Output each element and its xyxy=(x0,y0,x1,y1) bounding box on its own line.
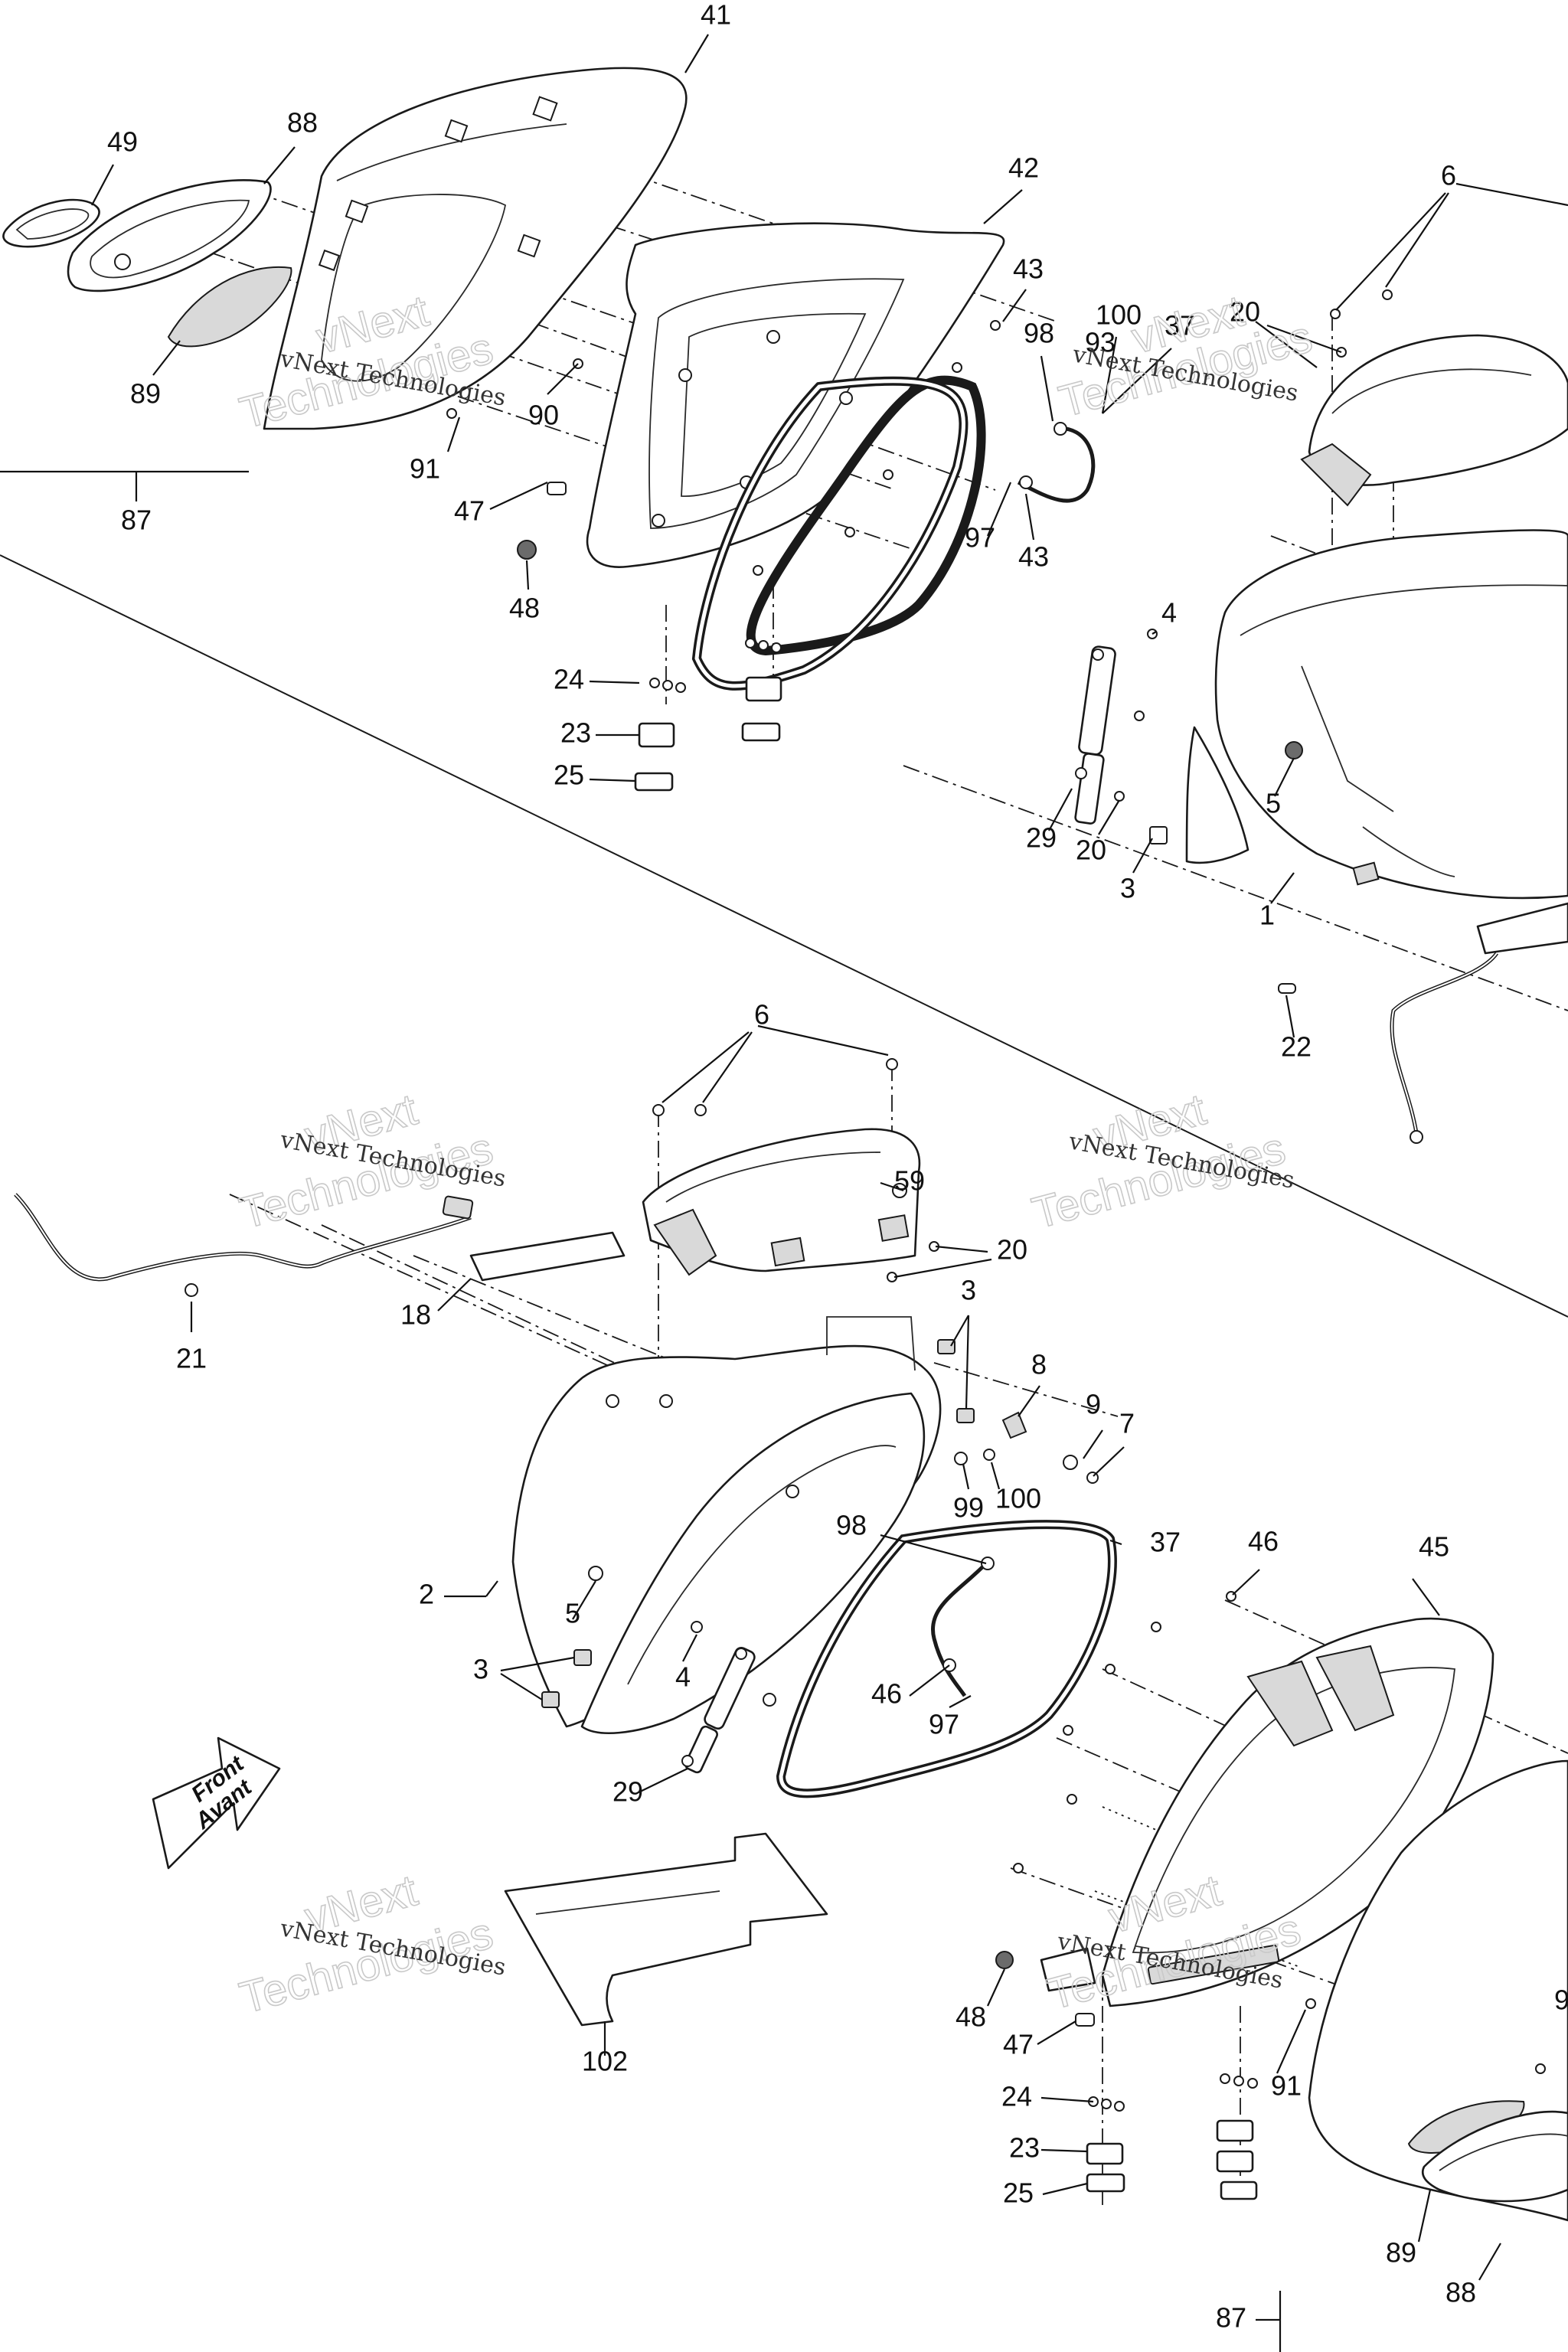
callout-99: 99 xyxy=(953,1492,984,1524)
callout-9: 9 xyxy=(1086,1389,1101,1420)
callout-41: 41 xyxy=(701,0,731,31)
callout-5: 5 xyxy=(1266,788,1281,819)
callout-23: 23 xyxy=(560,717,591,749)
part-59-lid-bottom xyxy=(642,1128,921,1276)
callout-25b: 25 xyxy=(1003,2177,1034,2209)
callout-89b: 89 xyxy=(1386,2237,1416,2269)
callout-59: 59 xyxy=(894,1165,925,1197)
part-49-gasket xyxy=(2,198,100,248)
callout-3: 3 xyxy=(1120,873,1135,904)
callout-leaders xyxy=(0,34,1568,2352)
callout-20c: 20 xyxy=(997,1234,1027,1266)
callout-47: 47 xyxy=(454,495,485,527)
part-89-plate xyxy=(167,266,292,348)
callout-7: 7 xyxy=(1119,1408,1135,1439)
part-18-latch-top xyxy=(1390,902,1568,1144)
callout-42: 42 xyxy=(1008,152,1039,184)
watermark-top-right: vNext Technologies vNext Technologies xyxy=(1054,286,1318,428)
callout-37b: 37 xyxy=(1150,1527,1181,1558)
callout-43b: 43 xyxy=(1018,541,1049,573)
callout-22: 22 xyxy=(1281,1031,1312,1063)
part-88-lens xyxy=(67,179,272,292)
callout-49: 49 xyxy=(107,126,138,158)
callout-3c: 3 xyxy=(473,1654,488,1685)
callout-91b: 91 xyxy=(1271,2070,1302,2102)
watermark-mid-right: vNext Technologies vNext Technologies xyxy=(1027,1084,1296,1240)
callout-4b: 4 xyxy=(675,1661,691,1693)
part-2-case-body xyxy=(511,1316,942,1734)
callout-4: 4 xyxy=(1161,597,1177,629)
part-88-89-lens-bottom xyxy=(1407,2100,1568,2203)
callout-1: 1 xyxy=(1259,900,1275,931)
callout-24: 24 xyxy=(554,664,584,695)
part-29-strut-bottom xyxy=(681,1646,756,1774)
callout-2: 2 xyxy=(419,1579,434,1610)
callout-29: 29 xyxy=(1026,822,1057,854)
part-102-tray xyxy=(504,1832,828,2027)
callout-45: 45 xyxy=(1419,1531,1449,1563)
callout-46: 46 xyxy=(1248,1526,1279,1557)
callout-18: 18 xyxy=(400,1299,431,1331)
callout-6: 6 xyxy=(1441,160,1456,191)
callout-5b: 5 xyxy=(565,1598,580,1629)
callout-3b: 3 xyxy=(961,1275,976,1306)
hinge-parts-top xyxy=(634,638,782,792)
part-59-lid-top xyxy=(1300,334,1568,507)
callout-91: 91 xyxy=(410,453,440,485)
callout-23b: 23 xyxy=(1009,2132,1040,2164)
hinge-parts-bottom xyxy=(1086,2073,1258,2200)
callout-48b: 48 xyxy=(956,2001,986,2033)
part-1-side-case xyxy=(1185,529,1568,900)
callout-46b: 46 xyxy=(871,1678,902,1710)
hardware-bottom xyxy=(541,1058,1546,2074)
callout-87: 87 xyxy=(121,505,152,536)
part-18-latch-bottom xyxy=(14,1193,626,1297)
callout-9-partial: 9 xyxy=(1554,1984,1568,2016)
callout-100b: 100 xyxy=(995,1483,1041,1514)
callout-89: 89 xyxy=(130,378,161,410)
callout-20: 20 xyxy=(1230,296,1260,328)
callout-8: 8 xyxy=(1031,1349,1047,1380)
part-41-outer-cover xyxy=(263,67,688,430)
callout-93: 93 xyxy=(1085,327,1116,358)
callout-88: 88 xyxy=(287,107,318,139)
callout-98b: 98 xyxy=(836,1510,867,1541)
part-45-inner-frame xyxy=(1040,1617,1494,2007)
watermark-bottom-left: vNext Technologies vNext Technologies xyxy=(234,1865,508,2024)
front-direction-arrow: Front Avant xyxy=(152,1736,281,1870)
callout-numbers: 41 49 88 42 43 98 100 93 37 20 6 89 90 9… xyxy=(107,0,1568,2334)
part-37-seal-bottom xyxy=(776,1520,1117,1798)
callout-47b: 47 xyxy=(1003,2029,1034,2060)
callout-48: 48 xyxy=(509,593,540,624)
callout-87b: 87 xyxy=(1216,2302,1246,2334)
callout-102: 102 xyxy=(582,2046,628,2077)
part-42-inner-frame xyxy=(586,222,1005,568)
callout-21: 21 xyxy=(176,1343,207,1374)
callout-37: 37 xyxy=(1165,310,1195,341)
hardware-top xyxy=(446,289,1393,994)
callout-90: 90 xyxy=(528,400,559,431)
section-divider-line xyxy=(0,554,1568,1318)
callout-24b: 24 xyxy=(1001,2081,1032,2112)
callout-98: 98 xyxy=(1024,318,1054,349)
callout-100: 100 xyxy=(1096,299,1142,331)
callout-6b: 6 xyxy=(754,999,769,1031)
callout-20b: 20 xyxy=(1076,835,1106,866)
callout-25: 25 xyxy=(554,760,584,791)
callout-88b: 88 xyxy=(1446,2277,1476,2308)
callout-97: 97 xyxy=(965,522,995,554)
callout-29b: 29 xyxy=(612,1776,643,1808)
part-29-strut-top xyxy=(1074,645,1116,825)
callout-43: 43 xyxy=(1013,253,1044,285)
part-97-98-cable-top xyxy=(1017,422,1096,503)
callout-97b: 97 xyxy=(929,1709,959,1740)
